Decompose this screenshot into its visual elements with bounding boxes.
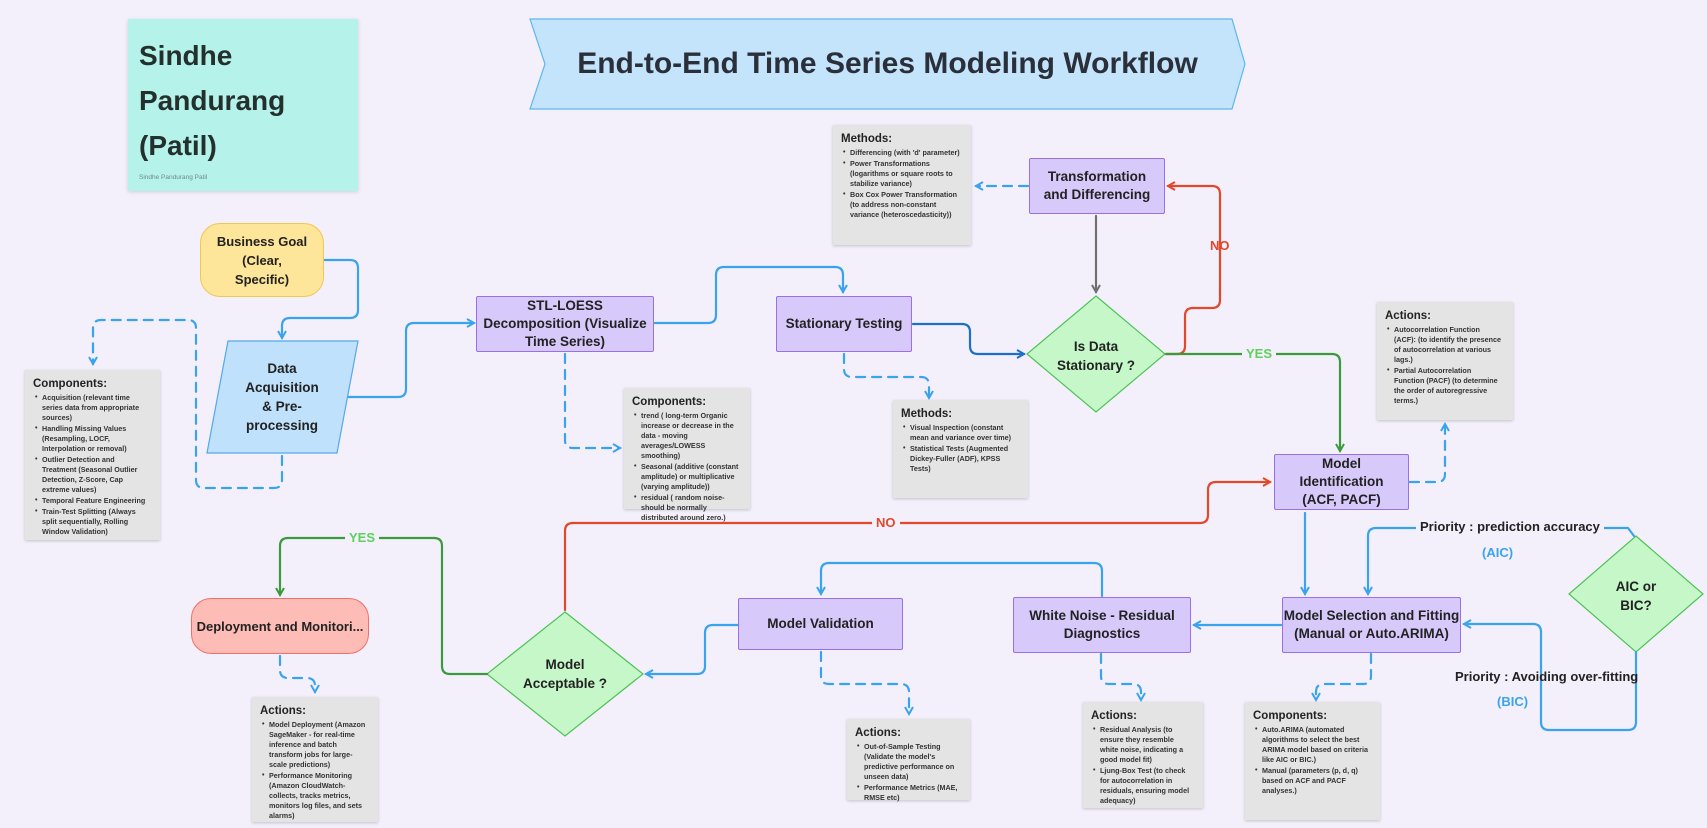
edge-deployment-to-actions [278,654,315,692]
transformation-node: Transformation and Differencing [1029,158,1165,214]
validation-actions-note: Actions: Out-of-Sample Testing (Validate… [847,719,970,803]
label-yes-right: YES [1242,346,1277,361]
business-goal-node: Business Goal (Clear, Specific) [200,223,324,297]
author-sticky-note: Sindhe Pandurang (Patil) Sindhe Panduran… [128,19,358,191]
note-item: Performance Metrics (MAE, RMSE etc) [857,783,960,803]
edge-whitenoise-to-validation [821,561,1104,598]
author-name: Sindhe Pandurang (Patil) [139,40,286,161]
is-stationary-diamond [1026,295,1166,413]
label-bic: (BIC) [1497,694,1529,709]
data-acquisition-label: Data Acquisition & Pre-processing [245,361,319,433]
title-banner-shape [529,18,1246,110]
note-item: Out-of-Sample Testing (Validate the mode… [857,742,960,782]
note-title: Actions: [260,705,306,717]
note-item: Statistical Tests (Augmented Dickey-Full… [903,444,1018,474]
label-no-top: NO [1210,238,1230,253]
note-item: Residual Analysis (to ensure they resemb… [1093,725,1193,765]
edge-no-to-model-id [563,482,1270,612]
note-item: Seasonal (additive (constant amplitude) … [634,462,740,492]
note-title: Actions: [1385,310,1431,322]
model-acceptable-label: Model Acceptable ? [522,657,608,691]
is-stationary-label: Is Data Stationary ? [1056,339,1135,373]
note-title: Methods: [901,408,953,420]
note-item: Partial Autocorrelation Function (PACF) … [1387,366,1503,406]
label-yes-left: YES [345,530,380,545]
page-title: End-to-End Time Series Modeling Workflow [577,47,1198,80]
white-noise-node: White Noise - Residual Diagnostics [1013,597,1191,653]
deploy-actions-note: Actions: Model Deployment (Amazon SageMa… [252,697,378,822]
note-item: residual ( random noise- should be norma… [634,493,740,523]
edge-yes-to-deployment [280,536,489,676]
stl-decomposition-node: STL-LOESS Decomposition (Visualize Time … [476,296,654,352]
author-caption: Sindhe Pandurang Patil [139,174,208,181]
edge-stl-to-components [563,352,620,448]
model-components-note: Components: Auto.ARIMA (automated algori… [1245,702,1380,820]
label-priority-bic: Priority : Avoiding over-fitting [1455,669,1639,684]
model-selection-node: Model Selection and Fitting (Manual or A… [1282,597,1461,653]
edge-validation-to-acceptable [646,623,740,674]
note-item: Train-Test Splitting (Always split seque… [35,507,150,537]
label-priority-aic: Priority : prediction accuracy [1416,519,1604,534]
note-item: Ljung-Box Test (to check for autocorrela… [1093,766,1193,806]
edge-validation-to-actions [819,650,909,714]
edge-stl-to-stationary [653,265,843,325]
note-item: Power Transformations (logarithms or squ… [843,159,961,189]
note-item: Auto.ARIMA (automated algorithms to sele… [1255,725,1370,765]
note-item: Autocorrelation Function (ACF): (to iden… [1387,325,1503,365]
note-item: Handling Missing Values (Resampling, LOC… [35,424,150,454]
label-no-mid: NO [872,515,900,530]
aic-bic-label: AIC or BIC? [1615,579,1657,613]
edge-bic-to-selection [1464,624,1638,732]
edge-no-to-transformation [1164,186,1222,356]
data-acquisition-shape [206,340,359,454]
note-item: Temporal Feature Engineering [35,496,150,506]
edge-goal-to-data [282,258,360,338]
data-acquisition-node: Data Acquisition & Pre-processing [206,340,359,454]
edge-data-to-stl [343,323,474,399]
label-aic: (AIC) [1482,545,1514,560]
note-title: Actions: [1091,710,1137,722]
model-acceptable-diamond [486,611,644,737]
edge-model-id-to-actions [1408,424,1445,484]
stationary-methods-note: Methods: Visual Inspection (constant mea… [893,400,1028,498]
edge-stationary-to-methods [842,352,929,398]
note-title: Components: [33,378,108,390]
model-identification-node: Model Identification (ACF, PACF) [1274,454,1409,510]
note-item: Visual Inspection (constant mean and var… [903,423,1018,443]
edge-stationary-to-diamond [911,322,1024,354]
edge-whitenoise-to-actions [1099,652,1141,700]
stl-components-note: Components: trend ( long-term Organic in… [624,388,750,522]
note-item: Box Cox Power Transformation (to address… [843,190,961,220]
note-item: trend ( long-term Organic increase or de… [634,411,740,461]
note-item: Outlier Detection and Treatment (Seasona… [35,455,150,495]
note-item: Acquisition (relevant time series data f… [35,393,150,423]
edge-aic-to-selection [1368,526,1636,594]
note-title: Components: [1253,710,1328,722]
model-validation-node: Model Validation [738,598,903,650]
note-item: Performance Monitoring (Amazon CloudWatc… [262,771,368,821]
residual-actions-note: Actions: Residual Analysis (to ensure th… [1083,702,1203,808]
transform-methods-note: Methods: Differencing (with 'd' paramete… [833,125,971,245]
note-item: Differencing (with 'd' parameter) [843,148,961,158]
edge-yes-to-model-id [1164,352,1340,451]
deployment-node: Deployment and Monitori... [191,598,369,654]
acf-actions-note: Actions: Autocorrelation Function (ACF):… [1377,302,1513,420]
stationary-testing-node: Stationary Testing [776,296,912,352]
note-title: Actions: [855,727,901,739]
edge-data-to-components [93,318,284,490]
data-components-note: Components: Acquisition (relevant time s… [25,370,160,540]
edge-selection-to-components [1316,652,1373,700]
note-title: Methods: [841,133,893,145]
note-item: Manual (parameters (p, d, q) based on AC… [1255,766,1370,796]
note-title: Components: [632,396,707,408]
note-item: Model Deployment (Amazon SageMaker - for… [262,720,368,770]
